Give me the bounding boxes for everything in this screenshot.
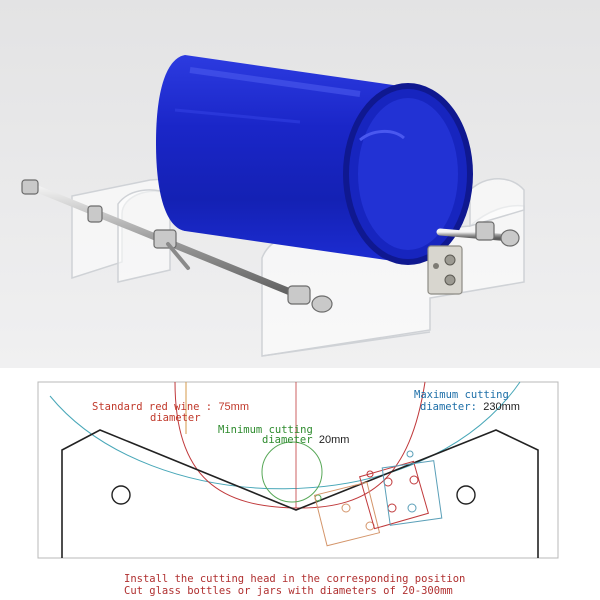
minimum-diameter-label: diameter 20mm — [262, 434, 349, 446]
minimum-label-line2: diameter — [262, 434, 319, 446]
maximum-label-line2: diameter: — [420, 401, 483, 413]
minimum-value: 20mm — [319, 434, 350, 446]
acrylic-plate-outline — [61, 429, 539, 558]
standard-diameter-label: Standard red wine : 75mm — [92, 401, 249, 413]
caption-line1: Install the cutting head in the correspo… — [124, 573, 465, 585]
maximum-value: 230mm — [483, 401, 520, 413]
cutting-head-bracket — [427, 245, 463, 295]
standard-label-line1: Standard red wine : — [92, 401, 218, 413]
product-photo — [0, 0, 600, 368]
mount-hole — [456, 485, 476, 505]
minimum-label-line1: Minimum cutting — [218, 424, 313, 436]
maximum-cutting-circle — [49, 381, 521, 490]
diagram-border — [37, 381, 559, 559]
cutting-head-position-icon — [313, 450, 443, 547]
maximum-diameter-label: diameter: 230mm — [420, 401, 520, 413]
minimum-cutting-circle — [261, 441, 323, 503]
caption-line2: Cut glass bottles or jars with diameters… — [124, 585, 453, 597]
standard-value: 75mm — [218, 401, 249, 413]
mount-hole — [111, 485, 131, 505]
maximum-label-line1: Maximum cutting — [414, 389, 509, 401]
cutting-diagram: Standard red wine : 75mm diameter Minimu… — [0, 368, 600, 600]
nut-icon — [21, 179, 520, 313]
standard-label-line2: diameter — [150, 412, 201, 424]
blue-glass-bottle-icon — [156, 55, 473, 265]
